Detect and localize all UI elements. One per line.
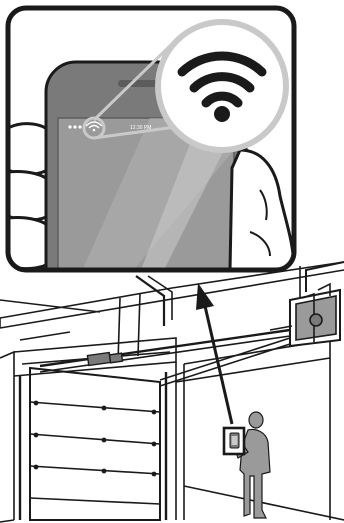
handheld-phone bbox=[222, 426, 246, 456]
wifi-dot bbox=[214, 106, 230, 122]
garage-scene bbox=[0, 261, 344, 523]
door-track bbox=[39, 328, 291, 387]
left-wall bbox=[0, 350, 15, 523]
person-silhouette-icon bbox=[235, 411, 271, 519]
signal-arrow bbox=[196, 283, 234, 425]
magnifier-small-circle bbox=[82, 116, 106, 140]
phone-clock: 12:30 PM bbox=[130, 125, 151, 131]
inset-frame bbox=[5, 5, 297, 273]
magnifier-bubble bbox=[155, 19, 289, 153]
garage-door-opener bbox=[269, 261, 344, 348]
wifi-icon bbox=[177, 51, 267, 108]
status-wifi-icon bbox=[85, 121, 103, 132]
smartphone: 12:30 PM bbox=[44, 60, 248, 270]
ceiling-rafters bbox=[0, 261, 344, 363]
phone-inset: 12:30 PM bbox=[5, 5, 297, 273]
status-bar: 12:30 PM bbox=[68, 121, 151, 132]
rail-trolley bbox=[86, 351, 124, 367]
door-hinges bbox=[33, 400, 157, 477]
left-hand bbox=[8, 122, 54, 270]
opener-bracket bbox=[135, 275, 173, 326]
garage-door bbox=[18, 366, 168, 521]
smartphone-icon bbox=[229, 432, 240, 449]
floor-line bbox=[183, 485, 344, 521]
magnifier-guide-top bbox=[92, 36, 180, 122]
